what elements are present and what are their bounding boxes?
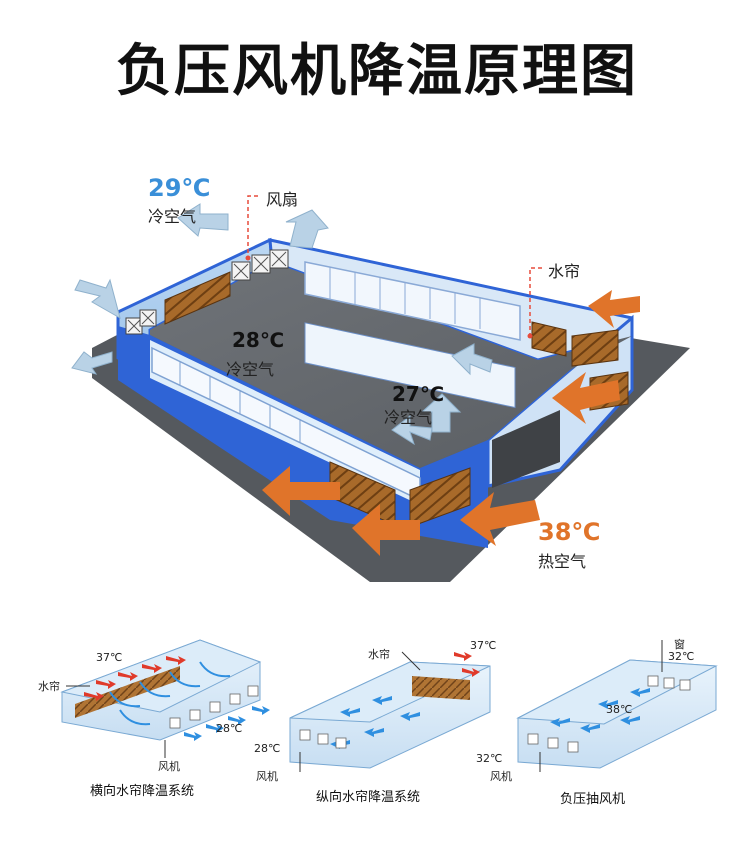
hot-air-arrows — [262, 290, 640, 556]
pointer-lines — [247, 195, 542, 336]
cold-outside-temp: 29℃ — [148, 174, 211, 202]
system-panels — [60, 639, 718, 772]
n-cold-label: 32℃ — [476, 752, 503, 765]
fans — [125, 249, 289, 335]
h-fan-label: 风机 — [158, 760, 180, 773]
inside-mid-label: 冷空气 — [226, 360, 275, 379]
panel-negative — [516, 640, 718, 772]
v-cold-label: 28℃ — [254, 742, 281, 755]
caption-horizontal: 横向水帘降温系统 — [90, 784, 195, 799]
gable-door — [492, 410, 560, 488]
n-inside-label: 38℃ — [606, 703, 633, 716]
v-curtain-label: 水帘 — [368, 648, 390, 661]
h-curtain — [75, 666, 180, 718]
n-window-label: 窗 — [674, 638, 685, 651]
back-wall-windows — [304, 322, 516, 409]
h-cold-label: 28℃ — [216, 722, 243, 735]
cold-air-arrows — [71, 203, 493, 446]
v-fan-label: 风机 — [256, 770, 278, 783]
fan-label: 风扇 — [266, 190, 299, 209]
v-curtain — [412, 676, 470, 700]
cold-outside-label: 冷空气 — [148, 207, 197, 226]
h-hot-label: 37℃ — [96, 651, 123, 664]
hot-in-temp: 38℃ — [538, 518, 601, 546]
inside-mid-temp: 28℃ — [232, 328, 285, 352]
inside-near-label: 冷空气 — [384, 408, 433, 427]
curtain-label: 水帘 — [548, 262, 581, 281]
caption-vertical: 纵向水帘降温系统 — [316, 790, 421, 805]
water-curtain-gable — [571, 329, 619, 367]
caption-negative: 负压抽风机 — [560, 792, 626, 807]
page-title: 负压风机降温原理图 — [116, 39, 638, 104]
water-curtain-back — [531, 321, 567, 357]
panel-horizontal — [60, 639, 270, 758]
n-fan-label: 风机 — [490, 770, 512, 783]
panel-vertical — [289, 651, 491, 772]
h-curtain-label: 水帘 — [38, 680, 60, 693]
v-hot-label: 37℃ — [470, 639, 497, 652]
water-curtain-front-2 — [409, 467, 471, 528]
main-building-diagram — [71, 195, 690, 582]
hot-in-label: 热空气 — [538, 552, 587, 571]
n-outside-label: 32℃ — [668, 650, 695, 663]
inside-near-temp: 27℃ — [392, 382, 445, 406]
